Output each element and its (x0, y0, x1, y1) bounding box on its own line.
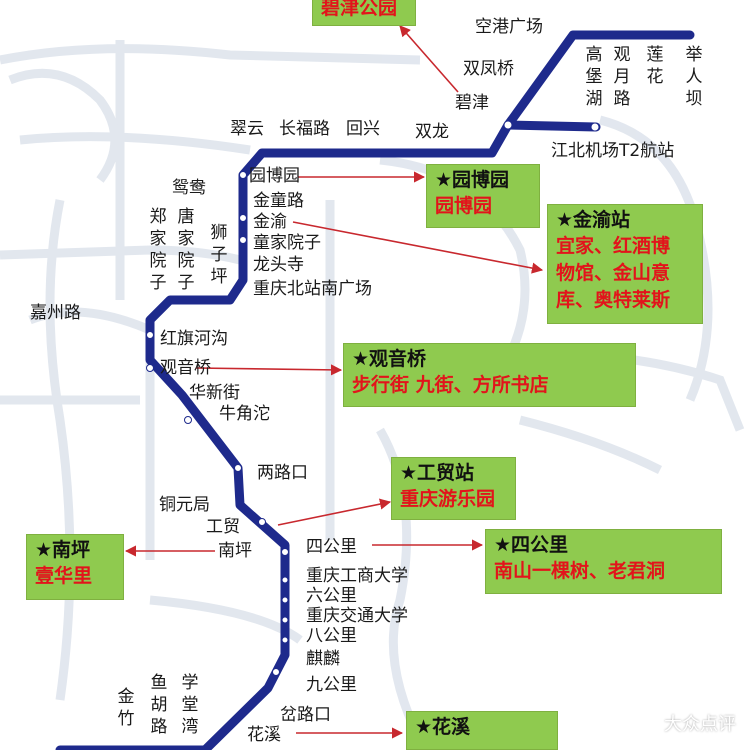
callout-gyq-desc: 步行街 九街、方所书店 (352, 374, 549, 396)
station-label-cqgs: 重庆工商大学 (306, 566, 408, 586)
callout-bjgy-desc: 碧津公园 (321, 0, 398, 19)
watermark: 大众点评 (638, 710, 736, 736)
station-label-jbjc: 江北机场T2航站 (551, 141, 674, 161)
station-label-kgg: 空港广场 (475, 17, 543, 37)
station-dot (281, 636, 289, 644)
callout-guanyinqiao: ★观音桥 步行街 九街、方所书店 (343, 343, 636, 407)
station-dots (146, 120, 600, 676)
callout-sgl-title: ★四公里 (494, 534, 569, 556)
station-label-jzl: 嘉州路 (30, 303, 81, 323)
station-dot (503, 120, 513, 130)
station-dot (239, 171, 247, 179)
callout-gm-title: ★工贸站 (400, 462, 475, 484)
arrow-gyq (195, 364, 343, 376)
metro-line (55, 30, 695, 750)
callout-sigongli: ★四公里 南山一棵树、老君洞 (485, 529, 722, 594)
station-dot (258, 518, 266, 526)
arrow-bjgy (399, 25, 459, 93)
callout-arrows (124, 25, 544, 739)
station-label-yby: 园博园 (249, 166, 300, 186)
station-label-hx: 回兴 (346, 119, 380, 139)
vertical-station-labels: 高堡湖 观月路 莲花 举人坝 郑家院子 唐家院子 狮子坪 金竹 鱼胡路 学堂湾 (118, 45, 703, 737)
station-dot (184, 416, 192, 424)
station-label-gyq: 观音桥 (160, 358, 211, 378)
arrow-gm (277, 498, 392, 526)
station-label-lgl: 六公里 (306, 586, 357, 606)
arrow-jy (292, 221, 544, 274)
callout-bijin-park: 碧津公园 (312, 0, 416, 26)
station-label-cy: 翠云 (230, 119, 264, 139)
callout-hx-title: ★花溪 (415, 716, 471, 738)
station-labels: 空港广场 双凤桥 碧津 双龙 江北机场T2航站 翠云 长福路 回兴 园博园 鸳鸯… (30, 17, 674, 745)
station-label-jtl: 金童路 (253, 191, 304, 211)
station-label-tyj: 铜元局 (159, 495, 210, 515)
station-label-sfq: 双凤桥 (463, 59, 514, 79)
dianping-logo-icon (640, 715, 658, 733)
callout-np-title: ★南坪 (35, 539, 91, 561)
station-dot (590, 122, 600, 132)
station-label-xtw: 学堂湾 (182, 673, 199, 737)
station-label-cfl: 长福路 (279, 119, 330, 139)
station-dot (281, 576, 289, 584)
station-label-bgl: 八公里 (306, 626, 357, 646)
station-label-jrb: 举人坝 (686, 45, 703, 109)
callout-jy-desc1: 宜家、红酒博 (556, 235, 671, 257)
callout-gm-desc: 重庆游乐园 (400, 488, 496, 510)
station-label-jgl: 九公里 (306, 675, 357, 695)
station-label-njt: 牛角沱 (219, 404, 270, 424)
callout-jy-desc2: 物馆、金山意 (556, 262, 671, 284)
station-label-ltz: 龙头寺 (253, 255, 304, 275)
station-label-zjyz: 郑家院子 (150, 207, 167, 293)
callout-gyq-title: ★观音桥 (352, 348, 427, 370)
station-label-cqjt: 重庆交通大学 (306, 606, 408, 626)
station-dot (281, 548, 289, 556)
station-label-hx2: 花溪 (247, 725, 281, 745)
station-label-clk: 岔路口 (280, 705, 331, 725)
callout-huaxi: ★花溪 (406, 711, 558, 750)
station-dot (239, 236, 247, 244)
watermark-text: 大众点评 (664, 714, 736, 735)
station-dot (272, 668, 280, 676)
station-dot (146, 331, 154, 339)
station-label-sl: 双龙 (415, 122, 449, 142)
station-label-tjyz2: 唐家院子 (178, 206, 195, 293)
station-label-tjyz: 童家院子 (253, 233, 321, 253)
station-label-llk: 两路口 (257, 463, 308, 483)
station-dot (146, 364, 154, 372)
callout-yby-title: ★园博园 (435, 169, 510, 191)
station-label-np: 南坪 (218, 541, 252, 561)
station-label-cqbz: 重庆北站南广场 (253, 279, 372, 299)
station-label-szp: 狮子坪 (211, 223, 228, 287)
callout-yby-desc: 园博园 (435, 195, 493, 217)
station-label-gm: 工贸 (206, 517, 240, 537)
line-main-route (55, 30, 695, 750)
line-branch-t2 (503, 120, 601, 132)
callout-jy-desc3: 库、奥特莱斯 (556, 289, 671, 311)
station-label-ya: 鸳鸯 (172, 178, 206, 198)
station-dot (234, 464, 242, 472)
callout-jy-title: ★金渝站 (556, 209, 631, 231)
station-label-jz: 金竹 (118, 687, 135, 729)
station-label-ql: 麒麟 (306, 649, 340, 669)
callout-yuanboyuan: ★园博园 园博园 (426, 164, 540, 228)
station-dot (239, 214, 247, 222)
callout-sgl-desc: 南山一棵树、老君洞 (494, 560, 666, 582)
station-dot (281, 616, 289, 624)
station-label-jy: 金渝 (253, 212, 287, 232)
station-label-lh: 莲花 (647, 45, 664, 87)
callout-np-desc: 壹华里 (35, 565, 93, 587)
station-label-gyl: 观月路 (614, 45, 631, 109)
station-dot (281, 596, 289, 604)
station-label-hxj: 华新街 (189, 383, 240, 403)
station-label-hqhg: 红旗河沟 (160, 329, 228, 349)
station-label-bj: 碧津 (455, 93, 489, 113)
station-label-yhl: 鱼胡路 (151, 673, 168, 737)
station-label-gbh: 高堡湖 (586, 45, 603, 109)
callout-jinyu: ★金渝站 宜家、红酒博 物馆、金山意 库、奥特莱斯 (547, 204, 703, 324)
callout-nanping: ★南坪 壹华里 (26, 534, 124, 600)
callout-gongmao: ★工贸站 重庆游乐园 (391, 457, 516, 520)
station-label-sgl: 四公里 (306, 537, 357, 557)
